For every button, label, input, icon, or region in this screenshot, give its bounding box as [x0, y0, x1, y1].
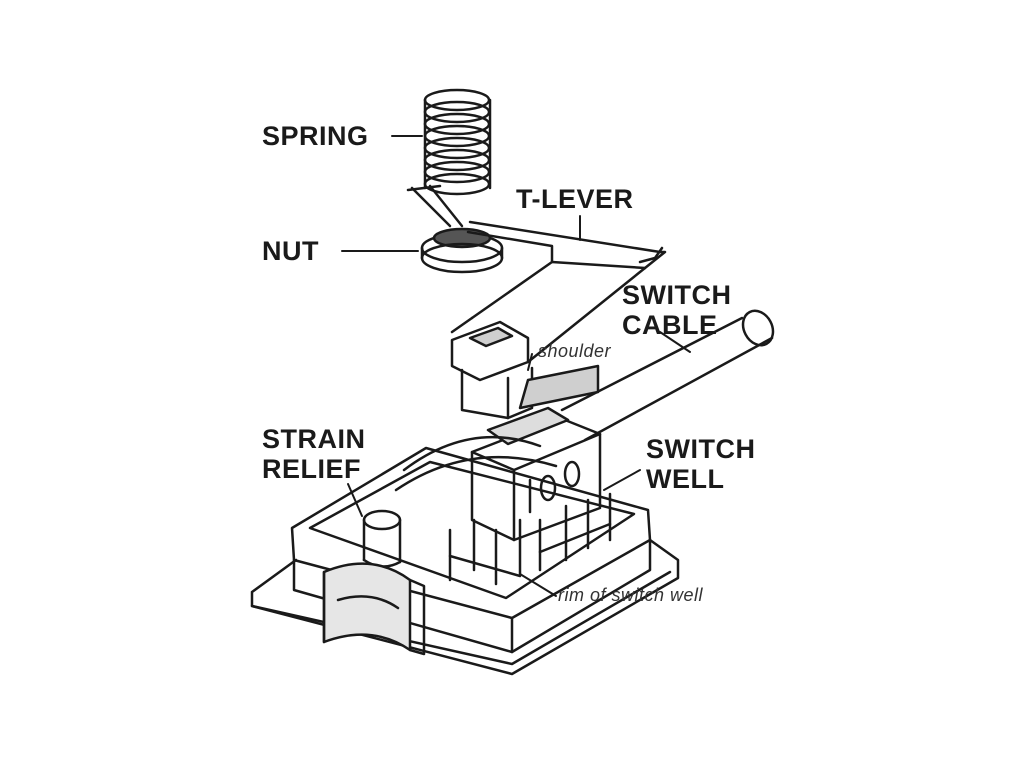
label-switch-well: SWITCH WELL — [646, 436, 755, 496]
label-switch-cable: SWITCH CABLE — [622, 282, 731, 342]
front-clip-drawing — [322, 562, 426, 656]
label-spring: SPRING — [262, 121, 369, 151]
label-switch-cable-line2: CABLE — [622, 310, 718, 340]
rim-leader — [519, 573, 557, 597]
label-shoulder: shoulder — [538, 341, 612, 361]
t-lever-drawing — [450, 220, 667, 364]
label-strain-relief: STRAIN RELIEF — [262, 426, 366, 486]
label-rim-of-switch-well: rim of switch well — [558, 585, 704, 605]
switch-cable-leader — [659, 331, 691, 353]
leader-lines — [341, 135, 691, 597]
label-strain-relief-line1: STRAIN — [262, 424, 366, 454]
switch-drawing — [470, 406, 602, 542]
label-strain-relief-line2: RELIEF — [262, 454, 362, 484]
label-nut: NUT — [262, 236, 319, 266]
switch-well-leader — [603, 469, 641, 491]
shoulder-block-drawing — [450, 320, 600, 420]
spring-drawing — [406, 88, 492, 228]
label-t-lever: T-LEVER — [516, 184, 634, 214]
label-switch-well-line2: WELL — [646, 464, 725, 494]
switch-cable-drawing — [560, 309, 775, 442]
label-switch-cable-line1: SWITCH — [622, 280, 732, 310]
shoulder-leader — [527, 353, 533, 371]
label-switch-well-line1: SWITCH — [646, 434, 756, 464]
base-housing-drawing — [250, 435, 680, 676]
strain-relief-leader — [347, 483, 363, 517]
